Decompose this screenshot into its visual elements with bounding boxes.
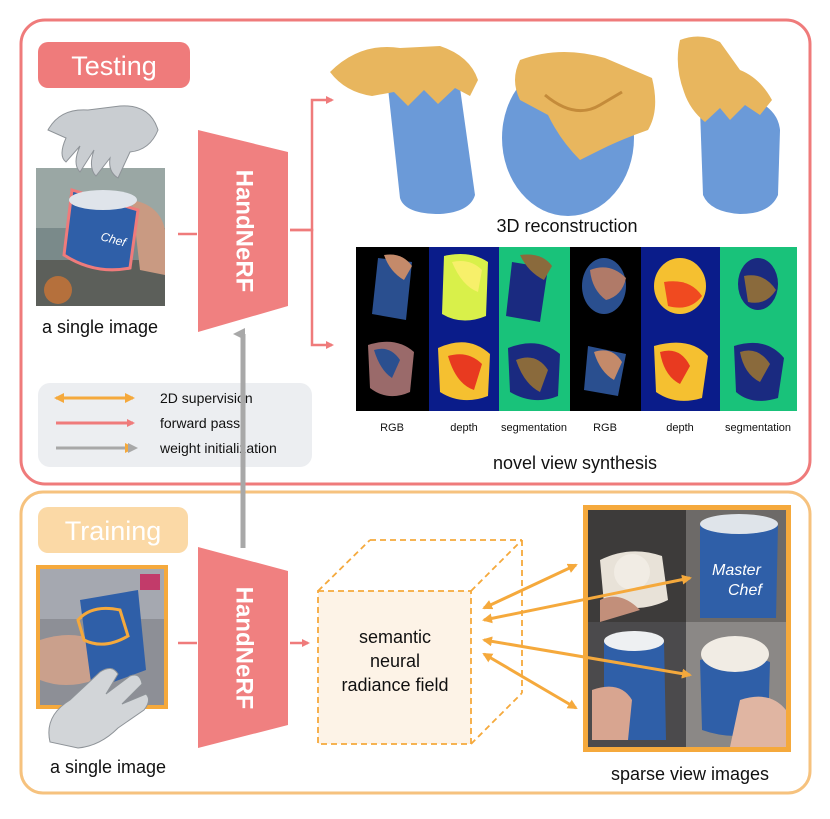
nvs-caption: novel view synthesis xyxy=(493,453,657,473)
testing-encoder xyxy=(198,130,288,332)
radiance-field-cube xyxy=(317,539,523,745)
legend-label-supervision: 2D supervision xyxy=(160,390,253,406)
nvs-column-label: RGB xyxy=(593,422,617,434)
supervision-arrow-4 xyxy=(482,652,578,710)
sparse-view-images: Master Chef xyxy=(583,505,791,752)
testing-input-image: Chef xyxy=(36,105,165,306)
training-badge xyxy=(38,507,188,553)
sparse-views-caption: sparse view images xyxy=(611,764,769,784)
training-badge-label: Training xyxy=(65,516,162,546)
field-label-line3: radiance field xyxy=(341,675,448,695)
supervision-arrow-2 xyxy=(482,574,692,624)
nvs-grid xyxy=(356,247,797,411)
testing-badge xyxy=(38,42,190,88)
recon-render-2 xyxy=(502,51,656,216)
nvs-column-label: depth xyxy=(666,422,694,434)
testing-forward-arrow-nvs xyxy=(290,228,334,349)
svg-text:Master: Master xyxy=(712,562,762,579)
svg-text:Chef: Chef xyxy=(728,582,763,599)
training-encoder-label: HandNeRF xyxy=(231,587,258,710)
nvs-column-label: segmentation xyxy=(725,422,791,434)
nvs-column-label: segmentation xyxy=(501,422,567,434)
training-input-caption: a single image xyxy=(50,757,166,777)
testing-input-caption: a single image xyxy=(42,317,158,337)
recon-render-1 xyxy=(330,46,478,214)
legend-label-weight: weight initialization xyxy=(159,440,277,456)
field-label-line1: semantic xyxy=(359,627,431,647)
testing-encoder-label: HandNeRF xyxy=(231,170,258,293)
training-input-image xyxy=(36,565,168,749)
svg-text:Chef: Chef xyxy=(99,229,129,250)
nvs-column-label: depth xyxy=(450,422,478,434)
testing-badge-label: Testing xyxy=(71,51,157,81)
legend-label-forward: forward pass xyxy=(160,415,240,431)
supervision-arrow-3 xyxy=(482,636,692,679)
training-encoder xyxy=(198,547,288,748)
recon-render-3 xyxy=(677,36,780,214)
field-label-line2: neural xyxy=(370,651,420,671)
recon-caption: 3D reconstruction xyxy=(496,216,637,236)
nvs-column-label: RGB xyxy=(380,422,404,434)
